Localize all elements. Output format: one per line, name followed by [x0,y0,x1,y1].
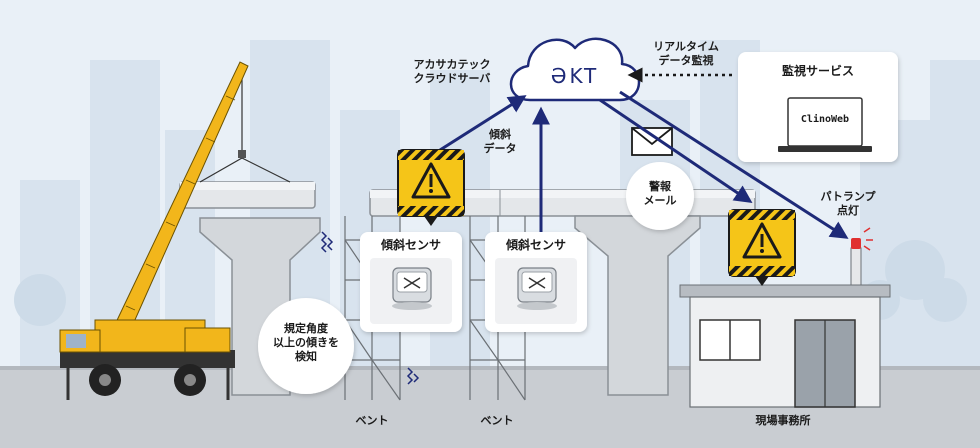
warning-icon [728,209,796,286]
patlamp-icon [850,227,873,286]
tilt-data-label: 傾斜 データ [478,128,522,156]
detect-label: 規定角度 以上の傾きを 検知 [266,322,346,363]
detect-line3: 検知 [295,349,317,363]
alarm-burst [626,162,694,230]
warning-icon [397,149,465,226]
crane-icon [59,61,249,400]
cloud-server-label-line2: クラウドサーバ [413,71,491,85]
laptop-icon: ClinoWeb [790,114,860,127]
sensor-card-1 [360,232,462,332]
site-office-building [679,284,891,408]
patlamp-label: パトランプ 点灯 [808,190,888,218]
cloud-server-label: アカサカテック クラウドサーバ [404,58,500,86]
detect-line1: 規定角度 [284,322,328,335]
service-title: 監視サービス [781,64,854,78]
realtime-monitor-label: リアルタイム データ監視 [644,40,728,68]
tilt-data-line2: データ [483,141,517,155]
sensor-label-1: 傾斜センサ [380,238,441,252]
realtime-line2: データ監視 [658,53,714,67]
cloud-server-label-line1: アカサカテック [413,58,491,71]
akt-logo: ӘKT [550,64,600,88]
tilt-data-line1: 傾斜 [489,128,511,141]
monitoring-service-card [738,52,898,162]
sensor-card-2 [485,232,587,332]
bent-label-2: ベント [480,414,514,427]
alarm-mail-label: 警報 メール [632,180,688,208]
patlamp-line2: 点灯 [837,203,859,217]
clinoweb-text: ClinoWeb [800,114,850,125]
alarm-mail-line1: 警報 [649,180,671,193]
vibration-marks [320,231,420,385]
office-label: 現場事務所 [755,414,811,427]
bent-label-1: ベント [355,414,389,427]
detect-burst [258,298,354,394]
ground-line [0,366,980,370]
sensor-label-2: 傾斜センサ [505,238,566,252]
data-arrows [439,90,849,239]
alarm-mail-line2: メール [643,193,677,207]
mail-icon [631,127,673,156]
realtime-line1: リアルタイム [653,40,719,53]
detect-line2: 以上の傾きを [273,335,339,349]
patlamp-line1: パトランプ [820,190,876,203]
